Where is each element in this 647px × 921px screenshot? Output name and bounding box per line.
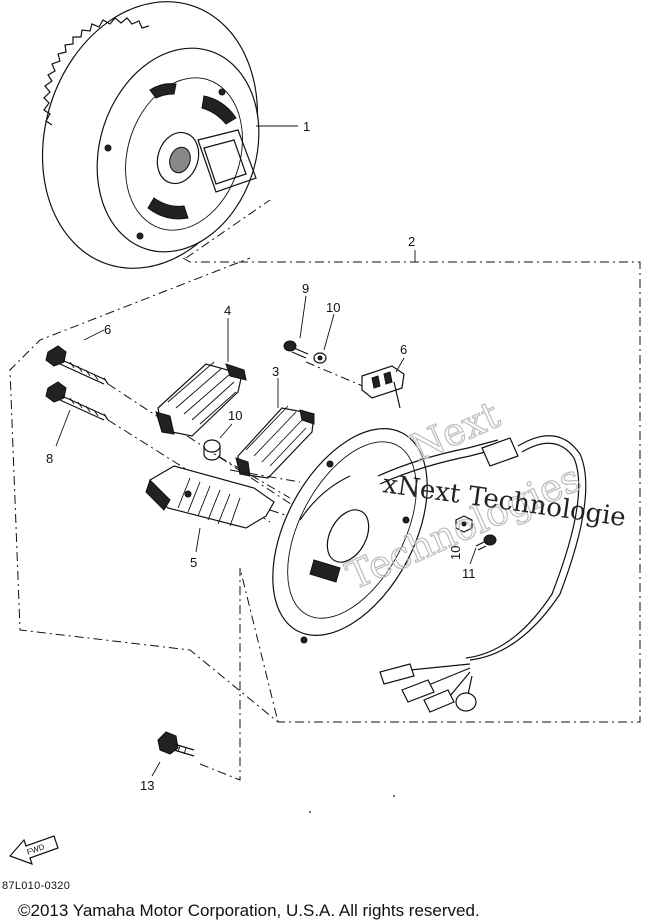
screw-11 [475, 534, 497, 551]
part-code: 87L010-0320 [2, 880, 71, 892]
pulser-coil-5 [145, 465, 275, 529]
callout-2: 2 [408, 234, 415, 249]
bolt-8 [45, 381, 109, 421]
copyright-notice: ©2013 Yamaha Motor Corporation, U.S.A. A… [18, 901, 480, 920]
callout-10-right: 10 [448, 546, 463, 560]
callout-4: 4 [224, 303, 231, 318]
callout-3: 3 [272, 364, 279, 379]
fwd-arrow-icon: FWD [8, 835, 59, 865]
charge-coil-4 [155, 361, 247, 437]
callout-13: 13 [140, 778, 154, 793]
washer-10 [313, 352, 327, 364]
spacer-12 [203, 439, 221, 461]
callout-10-top: 10 [326, 300, 340, 315]
callout-8: 8 [46, 451, 53, 466]
screw-9 [283, 340, 309, 359]
nut-10 [455, 515, 473, 533]
callout-9: 9 [302, 281, 309, 296]
callout-11: 11 [462, 566, 476, 581]
callout-6: 6 [400, 342, 407, 357]
ring-gear-teeth [43, 17, 150, 126]
flywheel-rotor [41, 1, 260, 269]
callout-12: 10 [228, 408, 242, 423]
callout-1: 1 [303, 119, 310, 134]
bolt-13 [157, 731, 195, 757]
bolt-7 [45, 345, 109, 385]
callout-7: 6 [104, 322, 111, 337]
wire-harness [377, 435, 587, 713]
watermark: Next Technologies xNext Technologie [339, 392, 628, 599]
charge-coil-3 [235, 405, 315, 479]
callout-5: 5 [190, 555, 197, 570]
connector-6 [361, 365, 405, 409]
